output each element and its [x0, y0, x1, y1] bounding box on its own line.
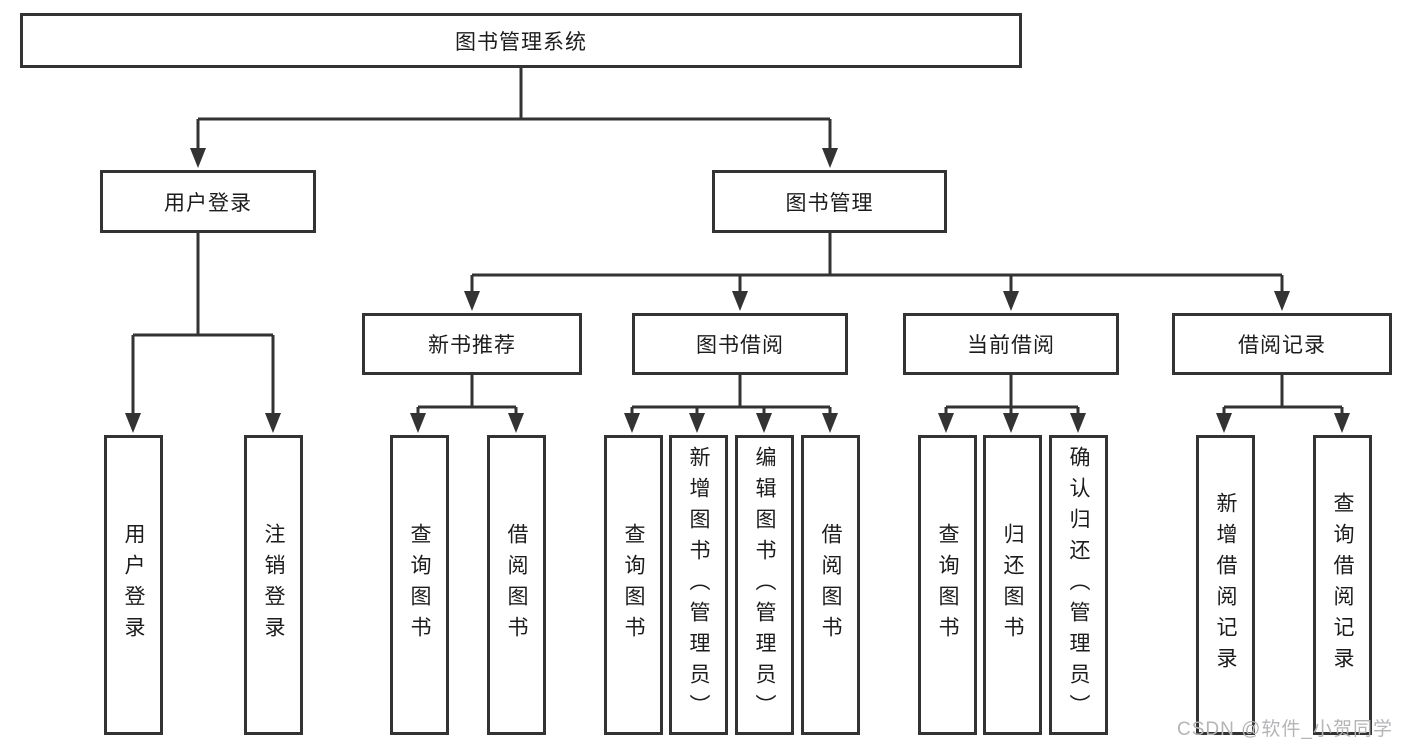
node-new-book-recommend: 新书推荐: [362, 313, 582, 375]
node-book-borrow: 图书借阅: [632, 313, 848, 375]
leaf-label: 编辑图书（管理员）: [753, 445, 776, 725]
connector-book-borrow-to-leaves: [624, 375, 838, 433]
leaf-label: 注销登录: [262, 523, 285, 647]
node-root-system: 图书管理系统: [20, 13, 1022, 68]
leaf-borrow-query-book: 查询图书: [604, 435, 663, 735]
leaf-label: 新增借阅记录: [1214, 492, 1237, 678]
csdn-watermark: CSDN @软件_小贺同学: [1177, 719, 1393, 740]
connector-new-book-to-leaves: [410, 375, 524, 433]
connector-user-login-to-leaves: [125, 233, 281, 433]
leaf-label: 归还图书: [1001, 523, 1024, 647]
leaf-label: 确认归还（管理员）: [1067, 445, 1090, 725]
leaf-add-borrow-record: 新增借阅记录: [1196, 435, 1255, 735]
connector-root-to-level2: [190, 68, 838, 168]
leaf-newbook-query-book: 查询图书: [390, 435, 449, 735]
leaf-logout: 注销登录: [244, 435, 303, 735]
node-current-borrow: 当前借阅: [903, 313, 1119, 375]
node-user-login: 用户登录: [100, 170, 316, 233]
connector-current-borrow-to-leaves: [938, 375, 1086, 433]
node-borrow-record: 借阅记录: [1172, 313, 1392, 375]
leaf-borrow-book: 借阅图书: [801, 435, 860, 735]
leaf-confirm-return-admin: 确认归还（管理员）: [1049, 435, 1108, 735]
leaf-label: 查询图书: [622, 523, 645, 647]
leaf-label: 借阅图书: [819, 523, 842, 647]
leaf-newbook-borrow-book: 借阅图书: [487, 435, 546, 735]
leaf-add-book-admin: 新增图书（管理员）: [669, 435, 728, 735]
leaf-label: 用户登录: [122, 523, 145, 647]
leaf-label: 查询图书: [408, 523, 431, 647]
connector-borrow-record-to-leaves: [1216, 375, 1350, 433]
leaf-user-login: 用户登录: [104, 435, 163, 735]
leaf-current-query-book: 查询图书: [918, 435, 977, 735]
node-book-management: 图书管理: [712, 170, 947, 233]
leaf-label: 新增图书（管理员）: [687, 445, 710, 725]
leaf-query-borrow-record: 查询借阅记录: [1313, 435, 1372, 735]
leaf-label: 查询图书: [936, 523, 959, 647]
leaf-label: 借阅图书: [505, 523, 528, 647]
leaf-return-book: 归还图书: [983, 435, 1042, 735]
connector-book-management-to-level3: [464, 233, 1290, 311]
leaf-label: 查询借阅记录: [1331, 492, 1354, 678]
leaf-edit-book-admin: 编辑图书（管理员）: [735, 435, 794, 735]
